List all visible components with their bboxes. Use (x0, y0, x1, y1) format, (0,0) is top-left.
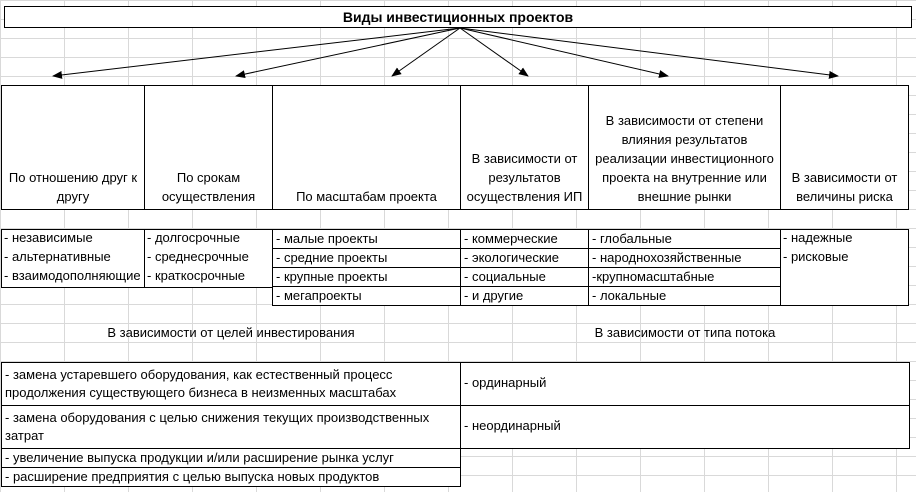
list-item: - коммерческие (460, 229, 589, 249)
column-list-risk (780, 229, 909, 306)
column-header-risk: В зависимости от величины риска (780, 85, 909, 210)
list-item: - крупные проекты (272, 267, 461, 287)
list-item: - краткосрочные (147, 268, 246, 283)
column-header-terms: По срокам осуществления (144, 85, 273, 210)
list-item: - взаимодополняющие (4, 268, 141, 283)
list-item: - экологические (460, 248, 589, 268)
section-header-flow: В зависимости от типа потока (594, 325, 776, 340)
list-item: - надежные (783, 230, 853, 245)
arrow-line (459, 27, 669, 78)
arrow-line (391, 27, 461, 77)
list-item: - неординарный (460, 405, 910, 449)
list-item: - независимые (4, 230, 93, 245)
column-list-relation (1, 229, 145, 288)
page-title: Виды инвестиционных проектов (4, 6, 912, 28)
section-header-goals: В зависимости от целей инвестирования (107, 325, 355, 340)
column-header-market-influence: В зависимости от степени влияния результ… (588, 85, 781, 210)
arrow-line (459, 27, 839, 79)
list-item: - рисковые (783, 249, 849, 264)
arrow-line (459, 27, 529, 77)
list-item: - среднесрочные (147, 249, 249, 264)
list-item: - средние проекты (272, 248, 461, 268)
list-item: - замена оборудования с целью снижения т… (1, 405, 461, 449)
column-header-results: В зависимости от результатов осуществлен… (460, 85, 589, 210)
list-item: - глобальные (588, 229, 781, 249)
arrow-line (235, 27, 461, 79)
column-list-terms (144, 229, 273, 288)
list-item: - увеличение выпуска продукции и/или рас… (1, 448, 461, 468)
list-item: - мегапроекты (272, 286, 461, 306)
column-header-relation: По отношению друг к другу (1, 85, 145, 210)
list-item: - замена устаревшего оборудования, как е… (1, 362, 461, 406)
list-item: - расширение предприятия с целью выпуска… (1, 467, 461, 487)
list-item: -крупномасштабные (588, 267, 781, 287)
list-item: - малые проекты (272, 229, 461, 249)
list-item: - долгосрочные (147, 230, 240, 245)
list-item: - народнохозяйственные (588, 248, 781, 268)
arrow-line (52, 27, 461, 79)
list-item: - социальные (460, 267, 589, 287)
list-item: - ординарный (460, 362, 910, 406)
column-header-scale: По масштабам проекта (272, 85, 461, 210)
list-item: - локальные (588, 286, 781, 306)
list-item: - альтернативные (4, 249, 111, 264)
list-item: - и другие (460, 286, 589, 306)
